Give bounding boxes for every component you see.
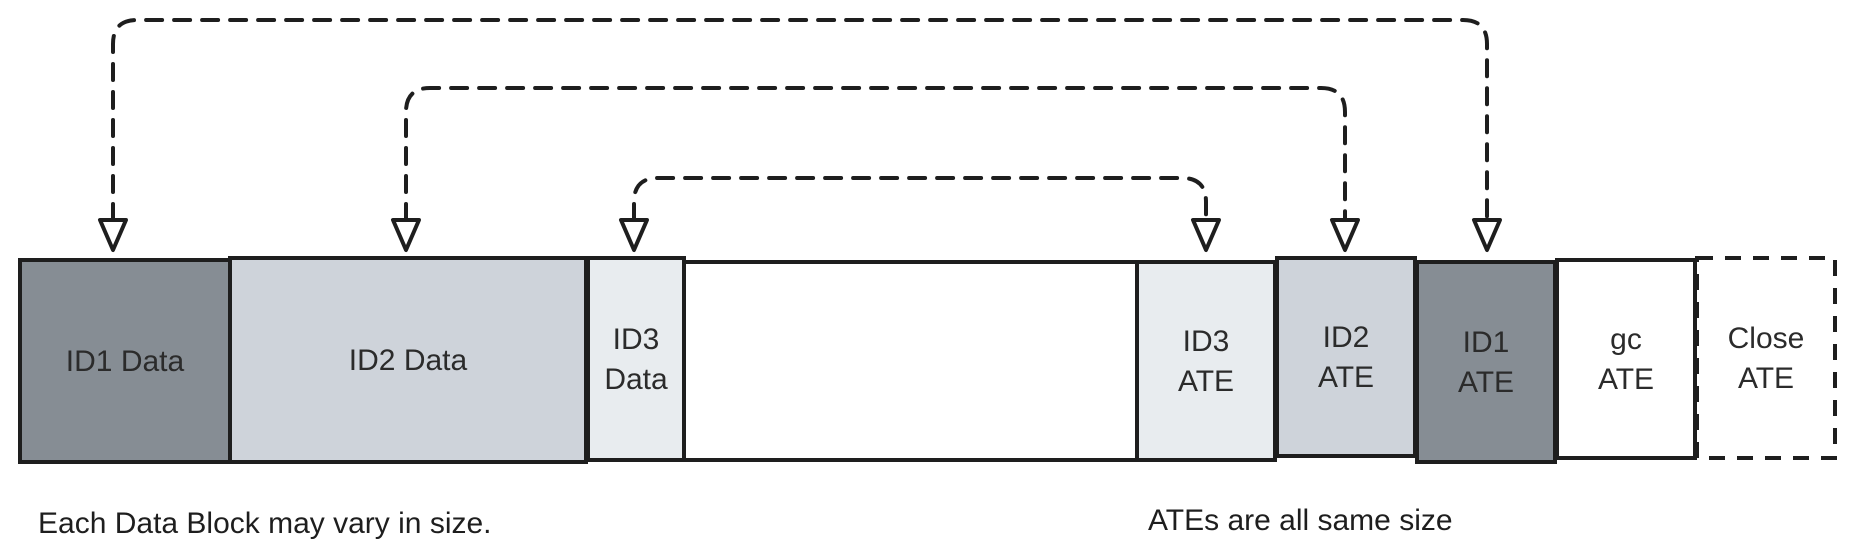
block-rect-id1-ate bbox=[1415, 260, 1557, 464]
link-arrow-id1 bbox=[98, 18, 1502, 252]
block-label-id3-data: Data bbox=[604, 363, 668, 396]
block-label-id1-ate: ATE bbox=[1458, 366, 1514, 399]
block-rect-id3-ate bbox=[1135, 260, 1277, 462]
block-rect-id2-data bbox=[228, 256, 588, 464]
arrowhead-to-id3-ate bbox=[1191, 218, 1221, 252]
block-label-id3-ate: ID3 bbox=[1183, 325, 1230, 358]
block-label-close-ate: ATE bbox=[1738, 362, 1794, 395]
block-rect-close-ate bbox=[1695, 256, 1837, 460]
block-label-id3-data: ID3 bbox=[613, 323, 660, 356]
arrowhead-to-id1-data bbox=[98, 218, 128, 252]
block-rect-id1-data bbox=[18, 258, 232, 464]
link-arrow-id3 bbox=[619, 176, 1221, 252]
caption-data-blocks: Each Data Block may vary in size. bbox=[38, 507, 492, 540]
block-label-gc-ate: gc bbox=[1610, 323, 1642, 356]
block-label-id3-ate: ATE bbox=[1178, 365, 1234, 398]
link-line-id3 bbox=[632, 176, 1208, 222]
block-label-id1-ate: ID1 bbox=[1463, 326, 1510, 359]
block-rect-free-space bbox=[682, 260, 1139, 462]
block-label-id2-data: ID2 Data bbox=[349, 344, 468, 377]
block-rect-id2-ate bbox=[1275, 256, 1417, 458]
block-label-gc-ate: ATE bbox=[1598, 363, 1654, 396]
block-free-space bbox=[682, 260, 1139, 462]
caption-ates: ATEs are all same size bbox=[1148, 504, 1453, 537]
block-rect-id3-data bbox=[586, 256, 686, 462]
block-rect-gc-ate bbox=[1555, 258, 1697, 460]
block-label-id1-data: ID1 Data bbox=[66, 345, 185, 378]
block-id2-data: ID2 Data bbox=[228, 256, 588, 464]
arrowhead-to-id2-data bbox=[391, 218, 421, 252]
arrowhead-to-id1-ate bbox=[1472, 218, 1502, 252]
link-line-id2 bbox=[404, 86, 1347, 222]
link-arrow-id2 bbox=[391, 86, 1360, 252]
arrowhead-to-id2-ate bbox=[1330, 218, 1360, 252]
arrowhead-to-id3-data bbox=[619, 218, 649, 252]
block-label-close-ate: Close bbox=[1728, 322, 1805, 355]
block-label-id2-ate: ATE bbox=[1318, 361, 1374, 394]
link-line-id1 bbox=[111, 18, 1489, 222]
block-id1-data: ID1 Data bbox=[18, 258, 232, 464]
block-label-id2-ate: ID2 bbox=[1323, 321, 1370, 354]
